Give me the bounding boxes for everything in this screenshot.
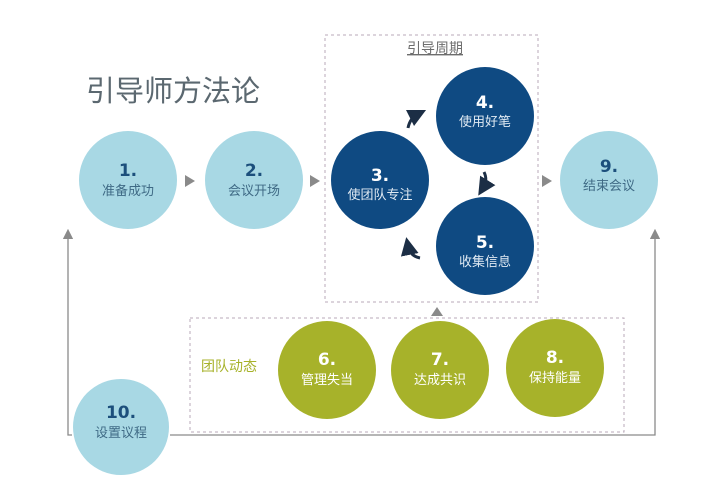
svg-text:9.: 9. [600, 157, 618, 177]
svg-text:8.: 8. [546, 348, 564, 368]
arrow-icon [310, 175, 320, 187]
step-9[interactable]: 9. 结束会议 [560, 131, 658, 229]
arrow-icon [542, 175, 552, 187]
svg-text:3.: 3. [371, 166, 389, 186]
cycle-label: 引导周期 [407, 41, 463, 57]
dynamics-box [189, 317, 625, 433]
svg-text:保持能量: 保持能量 [529, 371, 581, 386]
step-5[interactable]: 5. 收集信息 [436, 197, 534, 295]
svg-text:7.: 7. [431, 350, 449, 370]
svg-text:1.: 1. [119, 161, 137, 181]
curved-arrow-icon [405, 109, 427, 129]
step-3[interactable]: 3. 使团队专注 [331, 131, 429, 229]
svg-text:收集信息: 收集信息 [459, 254, 511, 270]
svg-text:会议开场: 会议开场 [228, 184, 280, 199]
arrow-icon [185, 175, 195, 187]
step-4[interactable]: 4. 使用好笔 [436, 67, 534, 165]
svg-text:4.: 4. [476, 93, 494, 113]
svg-text:设置议程: 设置议程 [95, 426, 147, 441]
step-10[interactable]: 10. 设置议程 [73, 379, 169, 475]
svg-text:2.: 2. [245, 161, 263, 181]
svg-text:准备成功: 准备成功 [102, 183, 154, 199]
svg-text:管理失当: 管理失当 [301, 373, 353, 388]
step-7[interactable]: 7. 达成共识 [391, 321, 489, 419]
curved-arrow-icon [400, 237, 421, 260]
svg-text:使用好笔: 使用好笔 [459, 114, 511, 130]
svg-text:达成共识: 达成共识 [414, 373, 466, 388]
svg-text:5.: 5. [476, 233, 494, 253]
dynamics-label: 团队动态 [201, 359, 257, 375]
step-6[interactable]: 6. 管理失当 [278, 321, 376, 419]
arrow-icon [431, 307, 443, 316]
step-2[interactable]: 2. 会议开场 [205, 131, 303, 229]
feedback-lines [62, 228, 661, 436]
step-8[interactable]: 8. 保持能量 [506, 319, 604, 417]
svg-text:6.: 6. [318, 350, 336, 370]
flow-arrows [185, 175, 552, 316]
page-title: 引导师方法论 [86, 74, 260, 108]
curved-arrow-icon [478, 171, 496, 196]
svg-text:10.: 10. [106, 403, 136, 423]
step-1[interactable]: 1. 准备成功 [79, 131, 177, 229]
svg-text:使团队专注: 使团队专注 [347, 187, 412, 203]
svg-text:结束会议: 结束会议 [583, 179, 635, 194]
cycle-arrows [400, 109, 496, 260]
